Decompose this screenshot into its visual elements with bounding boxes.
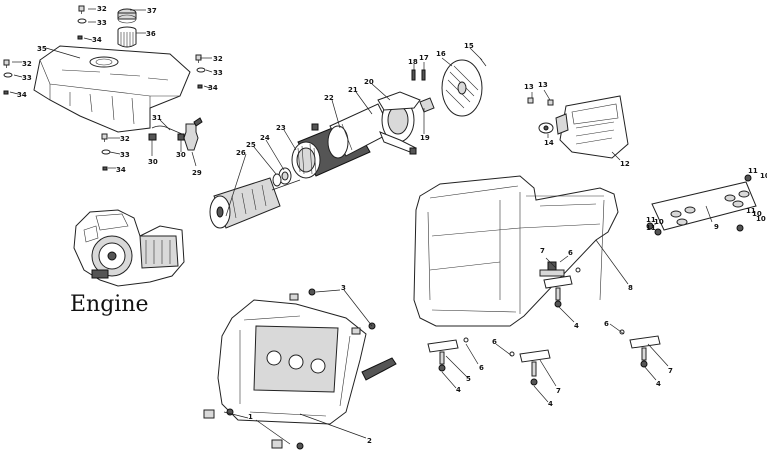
callout-10: 10 bbox=[760, 172, 767, 180]
rotor bbox=[209, 177, 301, 229]
callout-labels: 1 2 3 4 4 4 4 5 6 6 6 6 7 7 7 8 9 10 10 … bbox=[17, 5, 767, 445]
callout-33: 33 bbox=[97, 19, 107, 27]
callout-3: 3 bbox=[341, 284, 346, 292]
callout-24: 24 bbox=[260, 134, 270, 142]
callout-26: 26 bbox=[236, 149, 246, 157]
callout-4: 4 bbox=[548, 400, 553, 408]
callout-31: 31 bbox=[152, 114, 162, 122]
callout-11: 11 bbox=[748, 167, 758, 175]
callout-20: 20 bbox=[364, 78, 374, 86]
callout-4: 4 bbox=[574, 322, 579, 330]
alternator-assembly bbox=[209, 57, 487, 229]
callout-22: 22 bbox=[324, 94, 334, 102]
frame-mount-plate bbox=[539, 269, 565, 277]
callout-5: 5 bbox=[466, 375, 471, 383]
foot-bolt-left bbox=[203, 409, 215, 419]
callout-32: 32 bbox=[22, 60, 32, 68]
callout-32: 32 bbox=[213, 55, 223, 63]
callout-7: 7 bbox=[556, 387, 561, 395]
callout-13: 13 bbox=[524, 83, 534, 91]
callout-21: 21 bbox=[348, 86, 358, 94]
callout-13: 13 bbox=[538, 81, 548, 89]
callout-17: 17 bbox=[419, 54, 429, 62]
callout-8: 8 bbox=[628, 284, 633, 292]
callout-6: 6 bbox=[604, 320, 609, 328]
stator-housing bbox=[311, 103, 393, 159]
callout-34: 34 bbox=[116, 166, 126, 174]
callout-16: 16 bbox=[436, 50, 446, 58]
callout-2: 2 bbox=[367, 437, 372, 445]
callout-32: 32 bbox=[120, 135, 130, 143]
foot-bolt-right bbox=[271, 439, 283, 449]
callout-23: 23 bbox=[276, 124, 286, 132]
callout-7: 7 bbox=[668, 367, 673, 375]
vibration-mounts bbox=[427, 267, 661, 386]
mount-a bbox=[427, 337, 469, 372]
fuel-tank-assembly bbox=[3, 5, 206, 171]
callout-7: 7 bbox=[540, 247, 545, 255]
rear-cover bbox=[441, 59, 483, 117]
callout-4: 4 bbox=[456, 386, 461, 394]
frame-assembly bbox=[413, 175, 619, 327]
callout-35: 35 bbox=[37, 45, 47, 53]
callout-6: 6 bbox=[568, 249, 573, 257]
callout-12: 12 bbox=[620, 160, 630, 168]
fuel-tank bbox=[33, 45, 191, 133]
callout-15: 15 bbox=[464, 42, 474, 50]
control-panel-assembly bbox=[527, 95, 629, 159]
callout-9: 9 bbox=[714, 223, 719, 231]
callout-33: 33 bbox=[22, 74, 32, 82]
callout-11: 11 bbox=[646, 224, 656, 232]
callout-33: 33 bbox=[120, 151, 130, 159]
callout-14: 14 bbox=[544, 139, 554, 147]
mount-b bbox=[509, 349, 551, 386]
callout-1: 1 bbox=[248, 413, 253, 421]
callout-18: 18 bbox=[408, 58, 418, 66]
fuel-line-assembly bbox=[148, 117, 203, 152]
screw-18 bbox=[411, 69, 416, 81]
engine-illustration bbox=[73, 209, 185, 287]
callout-30: 30 bbox=[176, 151, 186, 159]
callout-34: 34 bbox=[208, 84, 218, 92]
callout-37: 37 bbox=[147, 7, 157, 15]
callout-32: 32 bbox=[97, 5, 107, 13]
brush bbox=[419, 97, 435, 113]
fuel-filter bbox=[117, 26, 137, 48]
callout-29: 29 bbox=[192, 169, 202, 177]
callout-11: 11 bbox=[746, 207, 756, 215]
fuel-tank-neck bbox=[89, 56, 119, 68]
callout-10: 10 bbox=[756, 215, 766, 223]
mount-d bbox=[543, 267, 581, 308]
callout-11: 11 bbox=[646, 216, 656, 224]
callout-19: 19 bbox=[420, 134, 430, 142]
control-box bbox=[559, 95, 629, 159]
callout-25: 25 bbox=[246, 141, 256, 149]
callout-6: 6 bbox=[492, 338, 497, 346]
callout-36: 36 bbox=[146, 30, 156, 38]
callout-33: 33 bbox=[213, 69, 223, 77]
callout-34: 34 bbox=[92, 36, 102, 44]
mount-c bbox=[619, 329, 661, 368]
mounting-plate bbox=[646, 174, 757, 236]
leader-lines bbox=[9, 8, 713, 445]
callout-10: 10 bbox=[654, 218, 664, 226]
callout-30: 30 bbox=[148, 158, 158, 166]
end-bracket bbox=[377, 91, 421, 155]
screw-17 bbox=[421, 69, 426, 81]
tank-hardware bbox=[3, 5, 206, 171]
frame-tube-outer bbox=[413, 175, 619, 327]
base-assembly bbox=[203, 288, 397, 450]
callout-10: 10 bbox=[752, 210, 762, 218]
callout-4: 4 bbox=[656, 380, 661, 388]
callout-34: 34 bbox=[17, 91, 27, 99]
fuel-cap bbox=[117, 8, 137, 24]
engine-title: Engine bbox=[70, 292, 149, 317]
callout-6: 6 bbox=[479, 364, 484, 372]
spacer bbox=[272, 173, 282, 187]
